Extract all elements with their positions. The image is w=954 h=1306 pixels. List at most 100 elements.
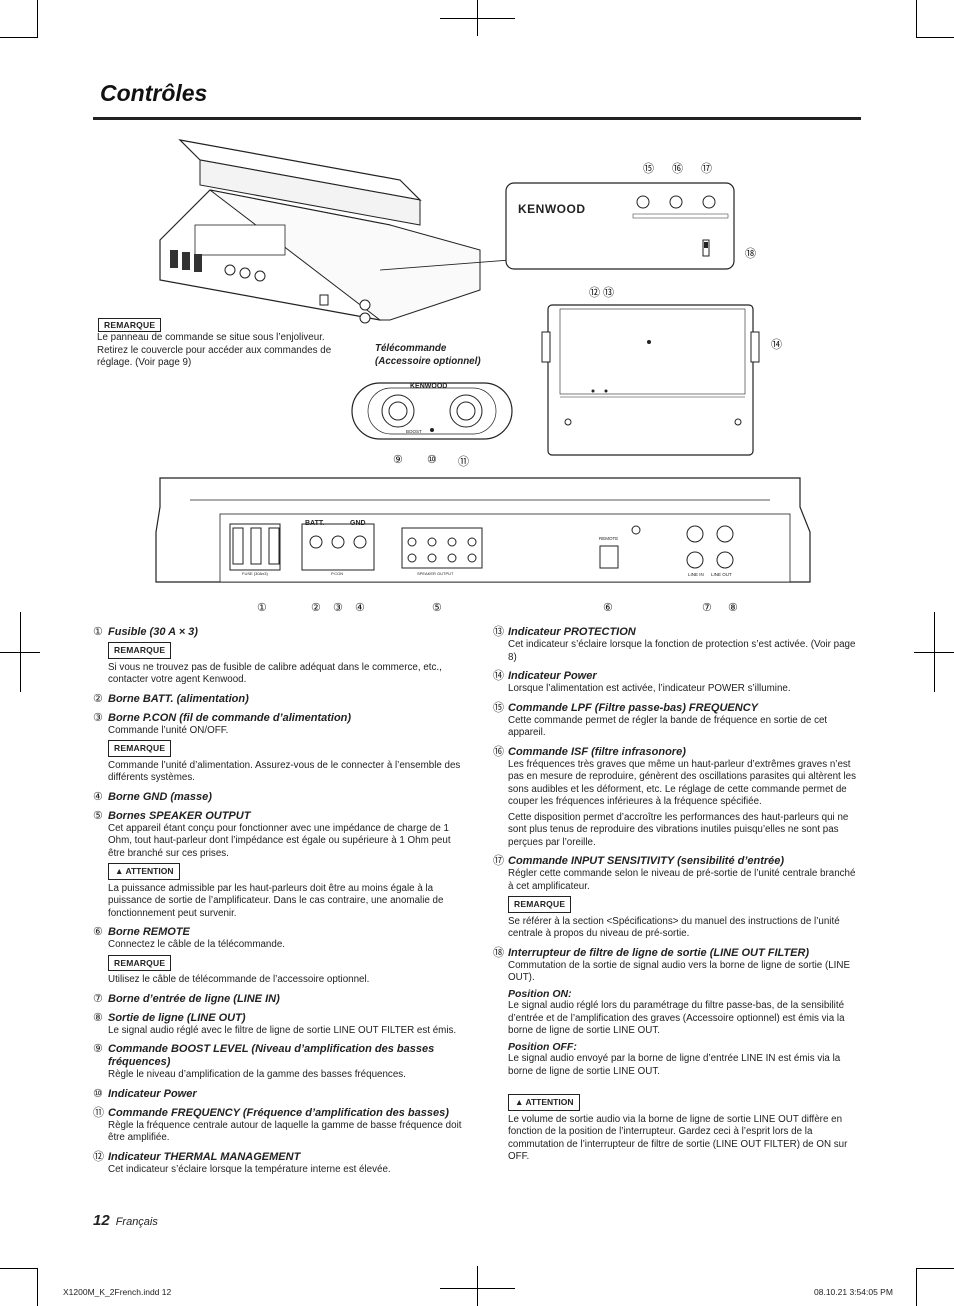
fuse-label: FUSE (30Ax3) [242,571,268,576]
page-title: Contrôles [100,80,208,106]
remote-boost-label: BOOST [406,429,422,434]
item-number: ⑥ [93,926,103,938]
item-number: ⑦ [93,992,103,1005]
amplifier-front-panel-illustration [155,477,811,583]
item-paragraph: Utilisez le câble de télécommande de l’a… [108,974,370,985]
registration-mark [477,1266,478,1306]
item-body: Cette commande permet de régler la bande… [508,715,861,740]
item-body: Règle la fréquence centrale autour de la… [108,1120,465,1145]
title-rule [93,117,861,120]
item-body: Le signal audio réglé avec le filtre de … [108,1025,465,1038]
item-body: Cet indicateur s’éclaire lorsque la temp… [108,1164,465,1177]
speaker-output-label: SPEAKER OUTPUT [417,571,454,576]
item-title: Commande ISF (filtre infrasonore) [508,745,686,758]
gnd-label: GND [350,520,366,527]
item-paragraph: Le signal audio réglé avec le filtre de … [108,1024,457,1036]
item-paragraph: Le volume de sortie audio via la borne d… [508,1113,848,1163]
item-title: Commande FREQUENCY (Fréquence d’amplific… [108,1106,449,1119]
badge-label: REMARQUE [114,743,166,753]
item-title: Borne d’entrée de ligne (LINE IN) [108,992,280,1005]
item-heading: ④ Borne GND (masse) [93,791,465,804]
item-number: ⑭ [493,670,504,682]
badge-label: ATTENTION [525,1097,574,1107]
crop-mark [0,37,38,38]
item-paragraph: Cet indicateur s’éclaire lorsque la temp… [108,1163,391,1175]
crop-mark [37,1268,38,1306]
item-paragraph: Lorsque l’alimentation est activée, l’in… [508,683,791,694]
item-body: Cet appareil étant conçu pour fonctionne… [108,823,465,921]
item-body: Connectez le câble de la télécommande.RE… [108,939,465,987]
item-body: Les fréquences très graves que même un h… [508,759,861,850]
remark-badge: REMARQUE [508,896,572,913]
callout-17: ⑰ [701,163,712,175]
callout-9: ⑨ [393,454,403,466]
crop-mark [916,0,917,38]
item-paragraph: Se référer à la section <Spécifications>… [508,915,840,940]
callout-5: ⑤ [432,602,442,614]
item-paragraph: Commande l’unité d’alimentation. Assurez… [108,759,461,784]
item-number: ⑱ [493,946,504,959]
badge-label: REMARQUE [514,899,566,909]
control-item: ⑦ Borne d’entrée de ligne (LINE IN) [93,993,465,1006]
item-heading: ⑰ Commande INPUT SENSITIVITY (sensibilité… [493,855,861,868]
item-title: Commande INPUT SENSITIVITY (sensibilité … [508,855,785,867]
item-body: Règle le niveau d’amplification de la ga… [108,1069,465,1082]
badge-label: REMARQUE [114,645,166,655]
warning-triangle-icon: ▲ [115,866,126,876]
item-heading: ⑦ Borne d’entrée de ligne (LINE IN) [93,993,465,1006]
file-slug: X1200M_K_2French.indd 12 [63,1287,172,1297]
item-title: Commande BOOST LEVEL (Niveau d’amplifica… [108,1043,435,1068]
item-number: ⑰ [493,855,504,867]
line-out-label: LINE OUT [711,572,732,577]
item-number: ④ [93,790,103,803]
item-paragraph: Les fréquences très graves que même un h… [508,758,856,808]
control-panel-illustration [505,182,735,270]
callout-4: ④ [355,602,365,614]
attention-badge: ▲ ATTENTION [108,863,181,880]
item-paragraph: Le signal audio réglé lors du paramétrag… [508,1000,845,1036]
remark-badge: REMARQUE [108,642,172,659]
callout-8: ⑧ [728,602,738,614]
remark-row: REMARQUE [108,954,465,971]
item-number: ⑨ [93,1043,103,1055]
batt-label: BATT. [305,520,325,527]
callout-1: ① [257,602,267,614]
item-body: Lorsque l’alimentation est activée, l’in… [508,683,861,696]
attention-badge: ▲ ATTENTION [508,1094,581,1111]
control-item: ⑰ Commande INPUT SENSITIVITY (sensibilité… [493,855,861,941]
figure-remark-text: Le panneau de commande se situe sous l’e… [97,332,332,368]
item-paragraph: Régler cette commande selon le niveau de… [508,868,856,892]
remark-row: REMARQUE [508,896,861,913]
item-title: Borne P.CON (fil de commande d’alimentat… [108,711,352,724]
item-paragraph: Cet indicateur s’éclaire lorsque la fonc… [508,639,856,663]
item-number: ⑬ [493,626,504,638]
callout-10: ⑩ [427,454,437,466]
item-title: Borne GND (masse) [108,790,212,803]
item-title: Bornes SPEAKER OUTPUT [108,809,251,822]
